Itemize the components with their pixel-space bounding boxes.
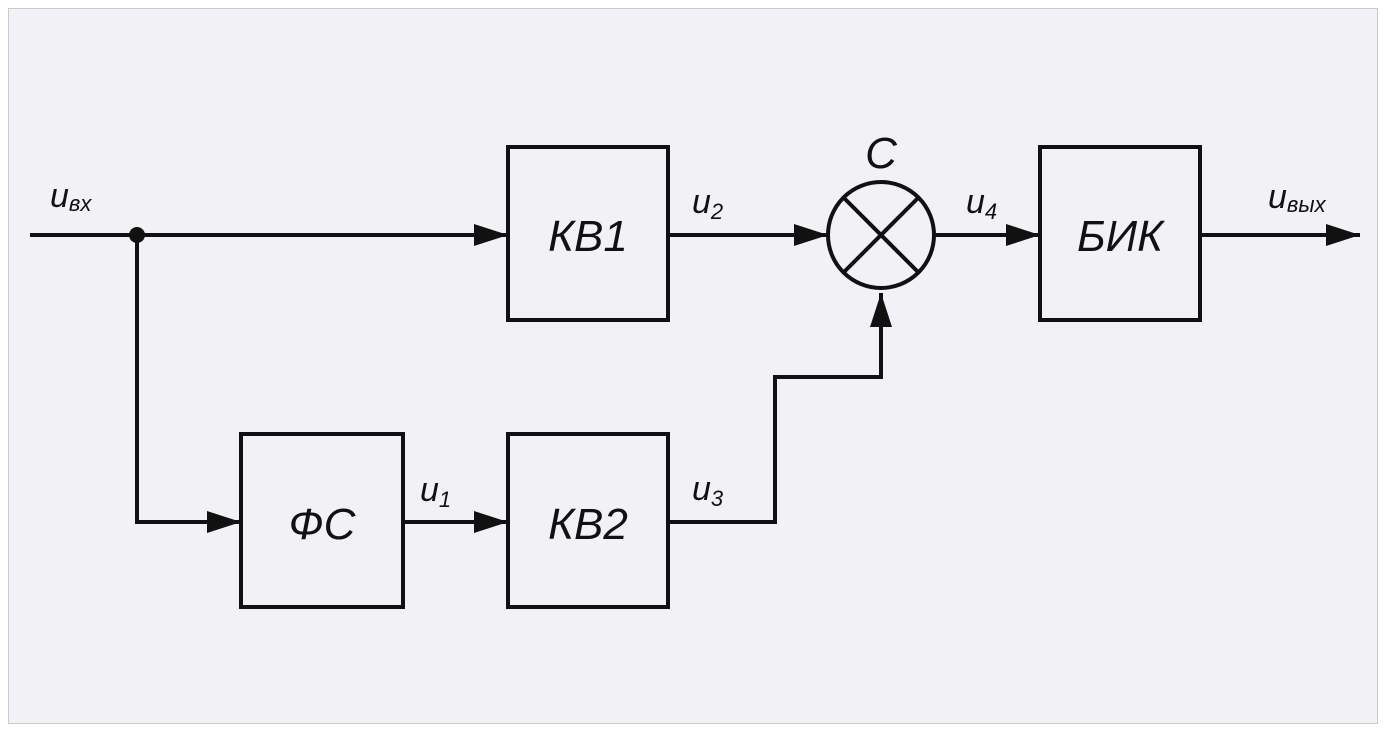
block-fs [239, 432, 405, 609]
wire-kv2-to-mixer [668, 293, 892, 524]
signal-u2: u2 [692, 183, 723, 224]
junction-dot [129, 227, 145, 243]
mixer-circle [826, 180, 936, 290]
fs-label: ФС [289, 500, 357, 549]
wire-branch-to-fs [135, 235, 241, 533]
kv1-label: КВ1 [548, 212, 628, 261]
signal-u-out: uвых [1268, 178, 1327, 217]
mixer-cross-2 [842, 196, 920, 274]
kv2-label: КВ2 [548, 500, 628, 549]
bik-label: БИК [1077, 212, 1165, 261]
block-bik [1038, 145, 1202, 322]
signal-u-in: uвх [50, 177, 92, 216]
signal-u3: u3 [692, 470, 724, 511]
signal-u1: u1 [420, 471, 451, 512]
block-kv1 [506, 145, 670, 322]
mixer-label: С [865, 129, 898, 178]
block-kv2 [506, 432, 670, 609]
diagram-frame [8, 8, 1378, 724]
signal-u4: u4 [966, 183, 997, 224]
